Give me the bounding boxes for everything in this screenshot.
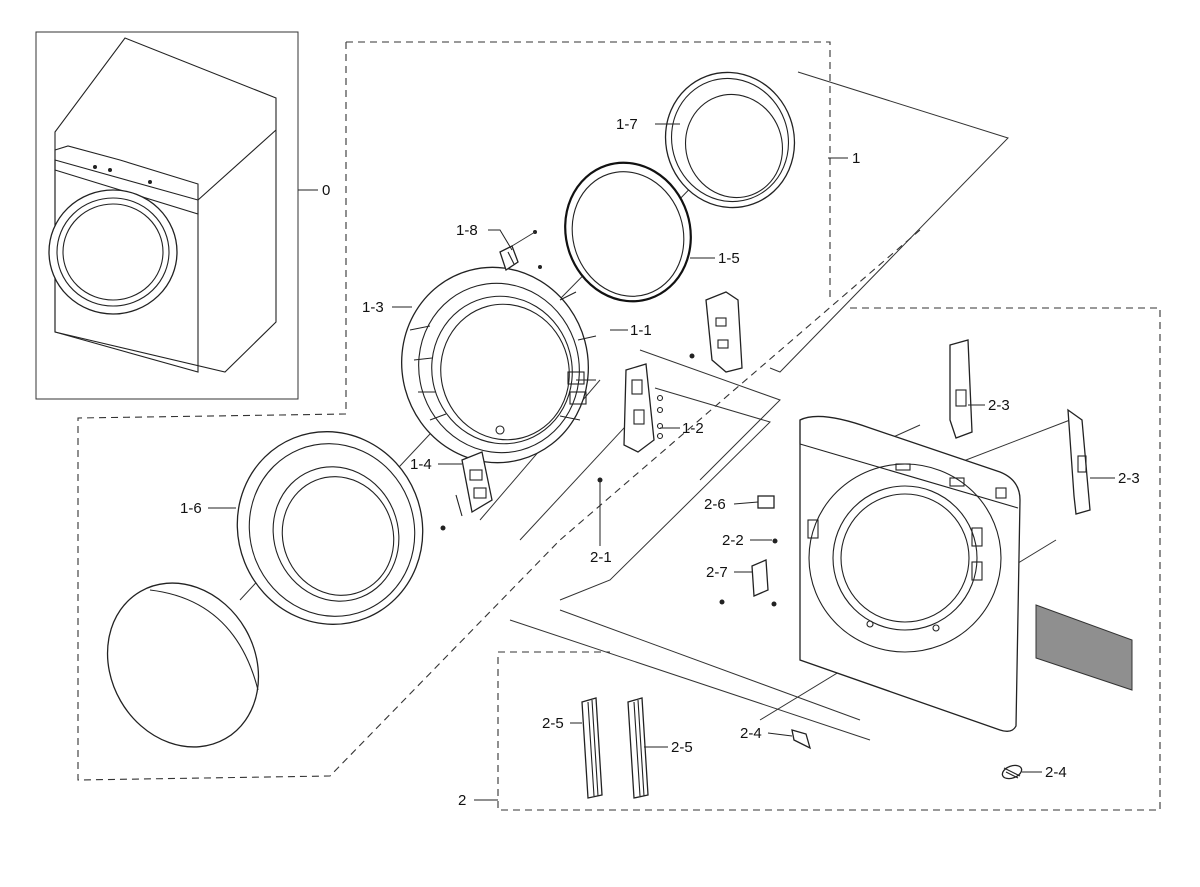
callout-labels: 0 1 1-7 1-8 1-3 1-5 1-1 1-2 1-4 1-6 2-1 …	[180, 116, 1140, 809]
callout-2-5-right: 2-5	[671, 739, 693, 756]
part-1-5-door-glass	[564, 161, 692, 303]
leader-lines	[208, 123, 1115, 801]
part-2-6-switch	[757, 495, 775, 509]
part-2-4-clip-a	[791, 729, 812, 750]
callout-2-4-right: 2-4	[1045, 764, 1067, 781]
callout-2-1: 2-1	[590, 549, 612, 566]
part-2-5-strips	[581, 697, 649, 799]
callout-1: 1	[852, 150, 860, 167]
part-1-3-door-frame	[401, 266, 597, 464]
callout-1-1: 1-1	[630, 322, 652, 339]
callout-2-3-lower: 2-3	[1118, 470, 1140, 487]
assembly-1-boundary	[77, 41, 921, 781]
assembly-2-boundary	[497, 307, 1161, 811]
callout-1-5: 1-5	[718, 250, 740, 267]
callout-2: 2	[458, 792, 466, 809]
part-1-4-hinge	[440, 451, 493, 531]
part-1-8-clip	[499, 230, 542, 272]
part-1-7-inner-ring	[664, 71, 796, 209]
part-1-6-outer-ring	[236, 431, 424, 625]
callout-1-7: 1-7	[616, 116, 638, 133]
part-2-3-bracket-lower	[1067, 408, 1091, 515]
part-2-3-bracket-upper	[949, 339, 973, 439]
part-1-2-hinge-plate	[597, 363, 664, 483]
gray-insulation-pad	[1035, 604, 1133, 691]
part-2-7-lock	[719, 538, 778, 607]
callout-2-7: 2-7	[706, 564, 728, 581]
callout-1-8: 1-8	[456, 222, 478, 239]
callout-1-3: 1-3	[362, 299, 384, 316]
part-2-front-panel	[799, 415, 1021, 732]
door-cover-dish	[106, 582, 260, 748]
callout-2-3-upper: 2-3	[988, 397, 1010, 414]
callout-1-4: 1-4	[410, 456, 432, 473]
assembly-0-machine-view	[35, 31, 299, 400]
upper-bracket	[689, 291, 743, 373]
callout-2-2: 2-2	[722, 532, 744, 549]
callout-2-6: 2-6	[704, 496, 726, 513]
callout-1-6: 1-6	[180, 500, 202, 517]
callout-0: 0	[322, 182, 330, 199]
callout-2-4-left: 2-4	[740, 725, 762, 742]
callout-1-2: 1-2	[682, 420, 704, 437]
part-2-4-clip-b	[1001, 764, 1023, 780]
callout-2-5-left: 2-5	[542, 715, 564, 732]
